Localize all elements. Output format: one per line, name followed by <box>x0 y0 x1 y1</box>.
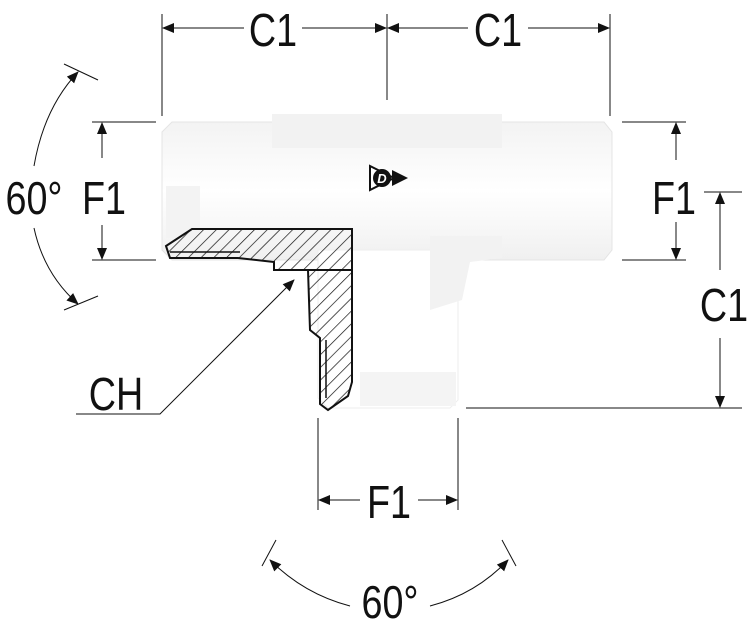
label-angle-left: 60° <box>5 172 62 223</box>
branch-nut-shade <box>360 372 456 406</box>
label-c1-right: C1 <box>700 279 748 330</box>
label-f1-left: F1 <box>82 172 126 223</box>
cutaway-section <box>164 228 353 412</box>
logo-letter: D <box>377 171 387 186</box>
branch-relief <box>430 236 502 310</box>
label-f1-right: F1 <box>652 172 696 223</box>
dim-angle-bottom-arc-left <box>269 559 351 607</box>
horizontal-run <box>161 121 613 261</box>
label-c1-top-left: C1 <box>249 4 297 55</box>
dim-angle-left-arc-top <box>33 71 79 167</box>
label-angle-bottom: 60° <box>361 576 418 627</box>
leader-ch <box>76 279 295 415</box>
hatched-wall-vertical <box>306 269 353 412</box>
ext-angle-left-top <box>63 63 99 81</box>
dim-angle-left-arc-bottom <box>33 227 79 305</box>
ext-angle-bottom-left <box>261 539 277 567</box>
dim-angle-bottom-arc-right <box>429 559 509 607</box>
ext-angle-bottom-right <box>501 539 517 567</box>
fitting-body <box>161 114 613 409</box>
center-band <box>272 114 502 148</box>
dimension-lines <box>33 14 742 607</box>
label-c1-top-right: C1 <box>474 4 522 55</box>
hatched-wall-horizontal <box>164 228 353 271</box>
label-f1-bottom: F1 <box>367 476 411 527</box>
label-chamfer: CH <box>89 368 143 419</box>
dimension-labels: C1 C1 60° F1 F1 C1 CH F1 60° <box>5 4 748 627</box>
dunlop-d-logo-icon: D <box>369 164 408 192</box>
ext-angle-left-bottom <box>63 295 99 311</box>
